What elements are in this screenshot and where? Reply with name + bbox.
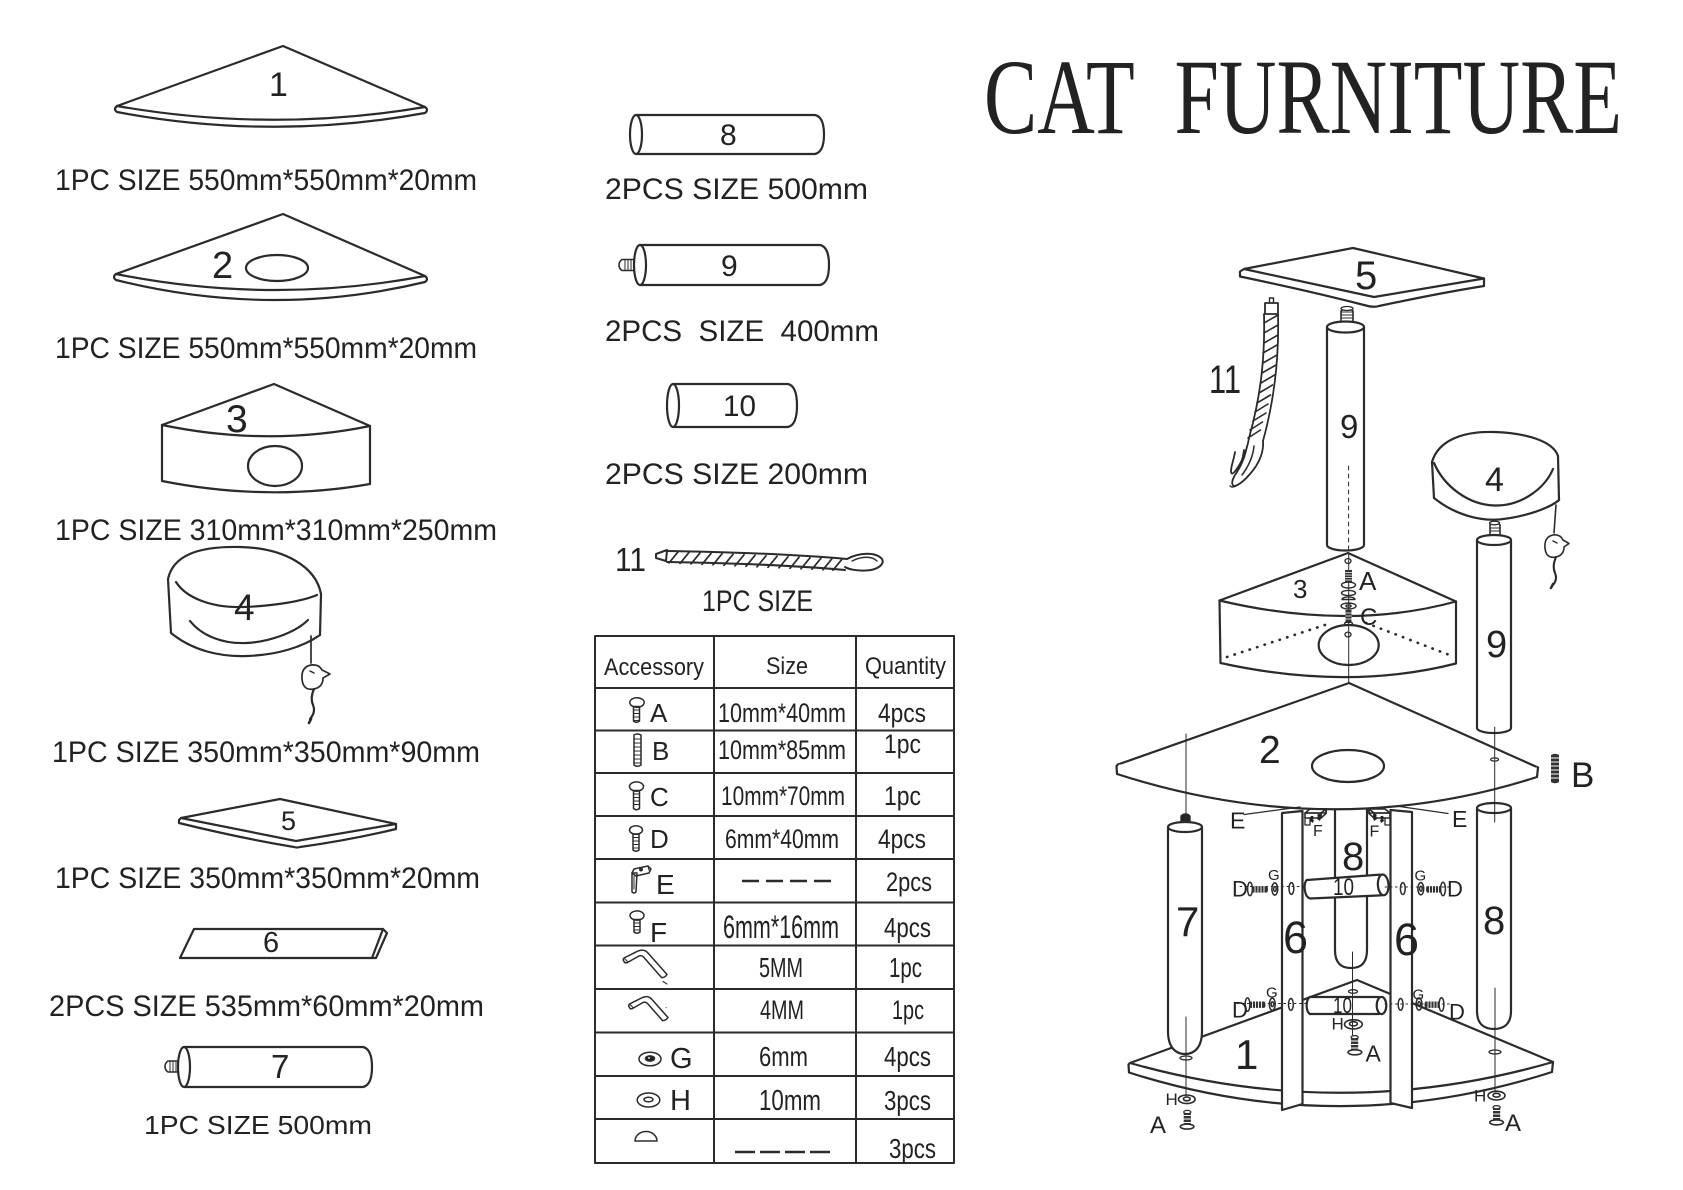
svg-text:7: 7 [1176, 898, 1199, 945]
svg-text:9: 9 [1486, 624, 1507, 666]
svg-text:5MM: 5MM [759, 952, 803, 983]
svg-text:10mm*85mm: 10mm*85mm [718, 735, 846, 765]
svg-text:11: 11 [615, 541, 646, 578]
svg-text:8: 8 [720, 119, 737, 152]
svg-text:10mm*70mm: 10mm*70mm [721, 781, 845, 811]
svg-text:1: 1 [1235, 1031, 1258, 1078]
svg-text:7: 7 [271, 1048, 289, 1085]
svg-text:A: A [650, 698, 668, 728]
svg-text:11: 11 [1209, 358, 1241, 402]
svg-text:10mm: 10mm [759, 1085, 821, 1117]
svg-text:E: E [1230, 808, 1245, 834]
svg-text:A: A [1366, 1041, 1382, 1067]
svg-text:2PCS SIZE 500mm: 2PCS SIZE 500mm [605, 173, 868, 206]
svg-text:A: A [1150, 1112, 1166, 1139]
svg-text:F: F [1370, 824, 1380, 841]
svg-text:H: H [1166, 1090, 1178, 1109]
svg-text:H: H [1332, 1015, 1344, 1034]
svg-text:1PC SIZE 310mm*310mm*250mm: 1PC SIZE 310mm*310mm*250mm [55, 514, 497, 547]
svg-text:E: E [1452, 806, 1467, 832]
svg-text:1pc: 1pc [884, 781, 921, 811]
svg-text:4pcs: 4pcs [878, 698, 926, 728]
svg-text:10: 10 [723, 390, 756, 423]
svg-text:H: H [670, 1085, 691, 1117]
svg-text:10: 10 [1333, 874, 1354, 901]
svg-text:5: 5 [281, 806, 296, 836]
svg-text:2pcs: 2pcs [886, 867, 932, 897]
svg-text:6mm*40mm: 6mm*40mm [725, 824, 839, 854]
svg-text:2PCS SIZE 400mm: 2PCS SIZE 400mm [605, 315, 879, 348]
svg-text:1PC SIZE: 1PC SIZE [702, 585, 813, 618]
svg-text:1PC SIZE 550mm*550mm*20mm: 1PC SIZE 550mm*550mm*20mm [55, 332, 477, 365]
svg-text:1pc: 1pc [884, 729, 921, 759]
svg-text:E: E [656, 869, 675, 900]
svg-text:4: 4 [234, 587, 255, 628]
svg-text:A: A [1505, 1110, 1521, 1137]
svg-text:Accessory: Accessory [604, 654, 704, 681]
svg-text:B: B [1571, 756, 1594, 795]
svg-text:2: 2 [1259, 729, 1281, 772]
svg-text:10mm*40mm: 10mm*40mm [718, 698, 846, 728]
svg-text:4MM: 4MM [760, 995, 804, 1025]
svg-text:1pc: 1pc [889, 952, 922, 983]
svg-text:C: C [650, 782, 669, 812]
svg-text:Size: Size [766, 653, 808, 680]
svg-text:2PCS SIZE 200mm: 2PCS SIZE 200mm [605, 458, 868, 491]
svg-text:4pcs: 4pcs [884, 912, 931, 943]
svg-text:4pcs: 4pcs [878, 824, 926, 854]
svg-text:4pcs: 4pcs [884, 1041, 931, 1072]
svg-text:D: D [1232, 877, 1248, 902]
svg-text:F: F [650, 917, 667, 948]
svg-text:G: G [1413, 987, 1425, 1004]
svg-text:Quantity: Quantity [865, 653, 946, 680]
svg-text:D: D [650, 824, 669, 854]
svg-text:8: 8 [1342, 835, 1364, 879]
svg-text:A: A [1359, 566, 1377, 596]
svg-text:2: 2 [212, 245, 233, 287]
svg-text:6: 6 [263, 927, 279, 959]
svg-text:8: 8 [1483, 899, 1505, 943]
svg-text:H: H [1474, 1087, 1486, 1106]
svg-text:4: 4 [1485, 461, 1504, 499]
svg-text:6: 6 [1283, 912, 1308, 963]
svg-text:D: D [1447, 877, 1463, 902]
svg-text:10: 10 [1333, 993, 1352, 1018]
svg-text:5: 5 [1355, 254, 1377, 298]
svg-text:G: G [1266, 985, 1278, 1002]
svg-text:D: D [1232, 998, 1248, 1023]
svg-text:3pcs: 3pcs [889, 1133, 936, 1164]
svg-text:2PCS SIZE 535mm*60mm*20mm: 2PCS SIZE 535mm*60mm*20mm [49, 990, 484, 1023]
svg-text:6mm: 6mm [759, 1041, 808, 1072]
svg-text:1PC SIZE 500mm: 1PC SIZE 500mm [144, 1110, 372, 1140]
svg-text:D: D [1449, 1000, 1465, 1025]
svg-text:3pcs: 3pcs [884, 1085, 931, 1116]
svg-text:1: 1 [269, 66, 288, 104]
svg-text:1PC SIZE 350mm*350mm*90mm: 1PC SIZE 350mm*350mm*90mm [52, 736, 480, 769]
svg-text:G: G [670, 1043, 693, 1075]
svg-text:1PC SIZE 550mm*550mm*20mm: 1PC SIZE 550mm*550mm*20mm [55, 164, 477, 197]
svg-text:B: B [652, 736, 669, 766]
svg-text:F: F [1313, 823, 1323, 840]
svg-text:3: 3 [226, 398, 248, 441]
svg-text:1pc: 1pc [892, 995, 924, 1025]
svg-text:CAT FURNITURE: CAT FURNITURE [984, 39, 1622, 157]
svg-text:G: G [1268, 867, 1280, 884]
svg-text:6: 6 [1394, 914, 1419, 965]
svg-text:1PC SIZE 350mm*350mm*20mm: 1PC SIZE 350mm*350mm*20mm [55, 862, 480, 895]
svg-text:G: G [1415, 868, 1427, 885]
svg-text:3: 3 [1293, 574, 1307, 604]
svg-text:9: 9 [721, 250, 738, 283]
svg-text:9: 9 [1340, 408, 1358, 445]
svg-text:6mm*16mm: 6mm*16mm [723, 909, 839, 945]
svg-text:C: C [1360, 604, 1377, 631]
